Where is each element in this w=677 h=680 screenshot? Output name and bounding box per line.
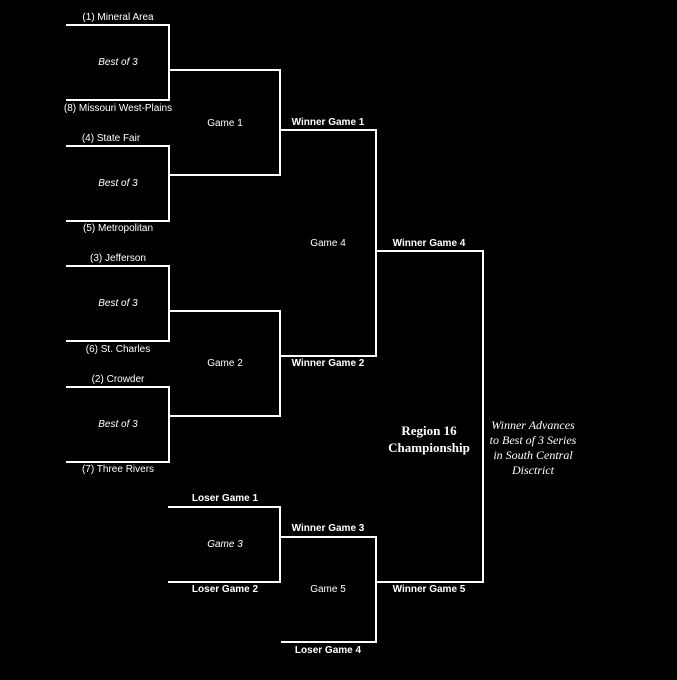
- bracket-line: [279, 506, 281, 583]
- bracket-line: [482, 250, 484, 583]
- seed-label: (5) Metropolitan: [82, 223, 154, 234]
- bracket-line: [168, 69, 281, 71]
- game-label: Game 1: [207, 118, 243, 129]
- bracket-line: [375, 536, 377, 643]
- bracket-line: [279, 129, 377, 131]
- game-label: Game 5: [310, 584, 346, 595]
- bracket-line: [168, 581, 281, 583]
- slot-label: Winner Game 1: [291, 117, 365, 128]
- bracket-line: [168, 145, 170, 222]
- bracket-line: [168, 265, 170, 342]
- bracket-line: [375, 129, 377, 357]
- bracket-line: [375, 581, 484, 583]
- bracket-line: [168, 310, 281, 312]
- bracket-line: [168, 506, 281, 508]
- seed-label: (1) Mineral Area: [82, 12, 154, 23]
- series-label: Best of 3: [98, 419, 138, 430]
- bracket-line: [66, 145, 170, 147]
- bracket-line: [281, 641, 377, 643]
- seed-label: (6) St. Charles: [85, 344, 151, 355]
- bracket-line: [66, 99, 170, 101]
- bracket-line: [66, 340, 170, 342]
- slot-label: Winner Game 3: [291, 523, 365, 534]
- game-label: Game 4: [310, 238, 346, 249]
- bracket-line: [168, 24, 170, 101]
- seed-label: (8) Missouri West-Plains: [63, 103, 173, 114]
- seed-label: (7) Three Rivers: [81, 464, 155, 475]
- bracket-line: [66, 386, 170, 388]
- bracket-line: [66, 24, 170, 26]
- advance-note: Winner Advances: [491, 418, 575, 432]
- series-label: Best of 3: [98, 298, 138, 309]
- seed-label: (4) State Fair: [81, 133, 141, 144]
- slot-label: Winner Game 5: [392, 584, 466, 595]
- bracket-line: [66, 220, 170, 222]
- game-label: Game 3: [207, 539, 243, 550]
- slot-label: Loser Game 4: [294, 645, 362, 656]
- bracket-line: [279, 69, 281, 176]
- slot-label: Winner Game 4: [392, 238, 466, 249]
- bracket-line: [168, 174, 281, 176]
- slot-label: Loser Game 1: [191, 493, 259, 504]
- championship-title: Region 16: [401, 423, 457, 438]
- game-label: Game 2: [207, 358, 243, 369]
- bracket-line: [168, 386, 170, 463]
- seed-label: (2) Crowder: [91, 374, 145, 385]
- bracket-line: [66, 461, 170, 463]
- series-label: Best of 3: [98, 178, 138, 189]
- bracket-line: [279, 536, 377, 538]
- bracket-line: [279, 355, 377, 357]
- bracket-line: [168, 415, 281, 417]
- advance-note: to Best of 3 Series: [489, 433, 577, 447]
- bracket-line: [66, 265, 170, 267]
- bracket-line: [375, 250, 484, 252]
- championship-title: Championship: [388, 440, 470, 455]
- advance-note: Disctrict: [512, 463, 554, 477]
- slot-label: Loser Game 2: [191, 584, 259, 595]
- slot-label: Winner Game 2: [291, 358, 365, 369]
- series-label: Best of 3: [98, 57, 138, 68]
- seed-label: (3) Jefferson: [90, 253, 146, 264]
- advance-note: in South Central: [493, 448, 573, 462]
- bracket-line: [279, 310, 281, 417]
